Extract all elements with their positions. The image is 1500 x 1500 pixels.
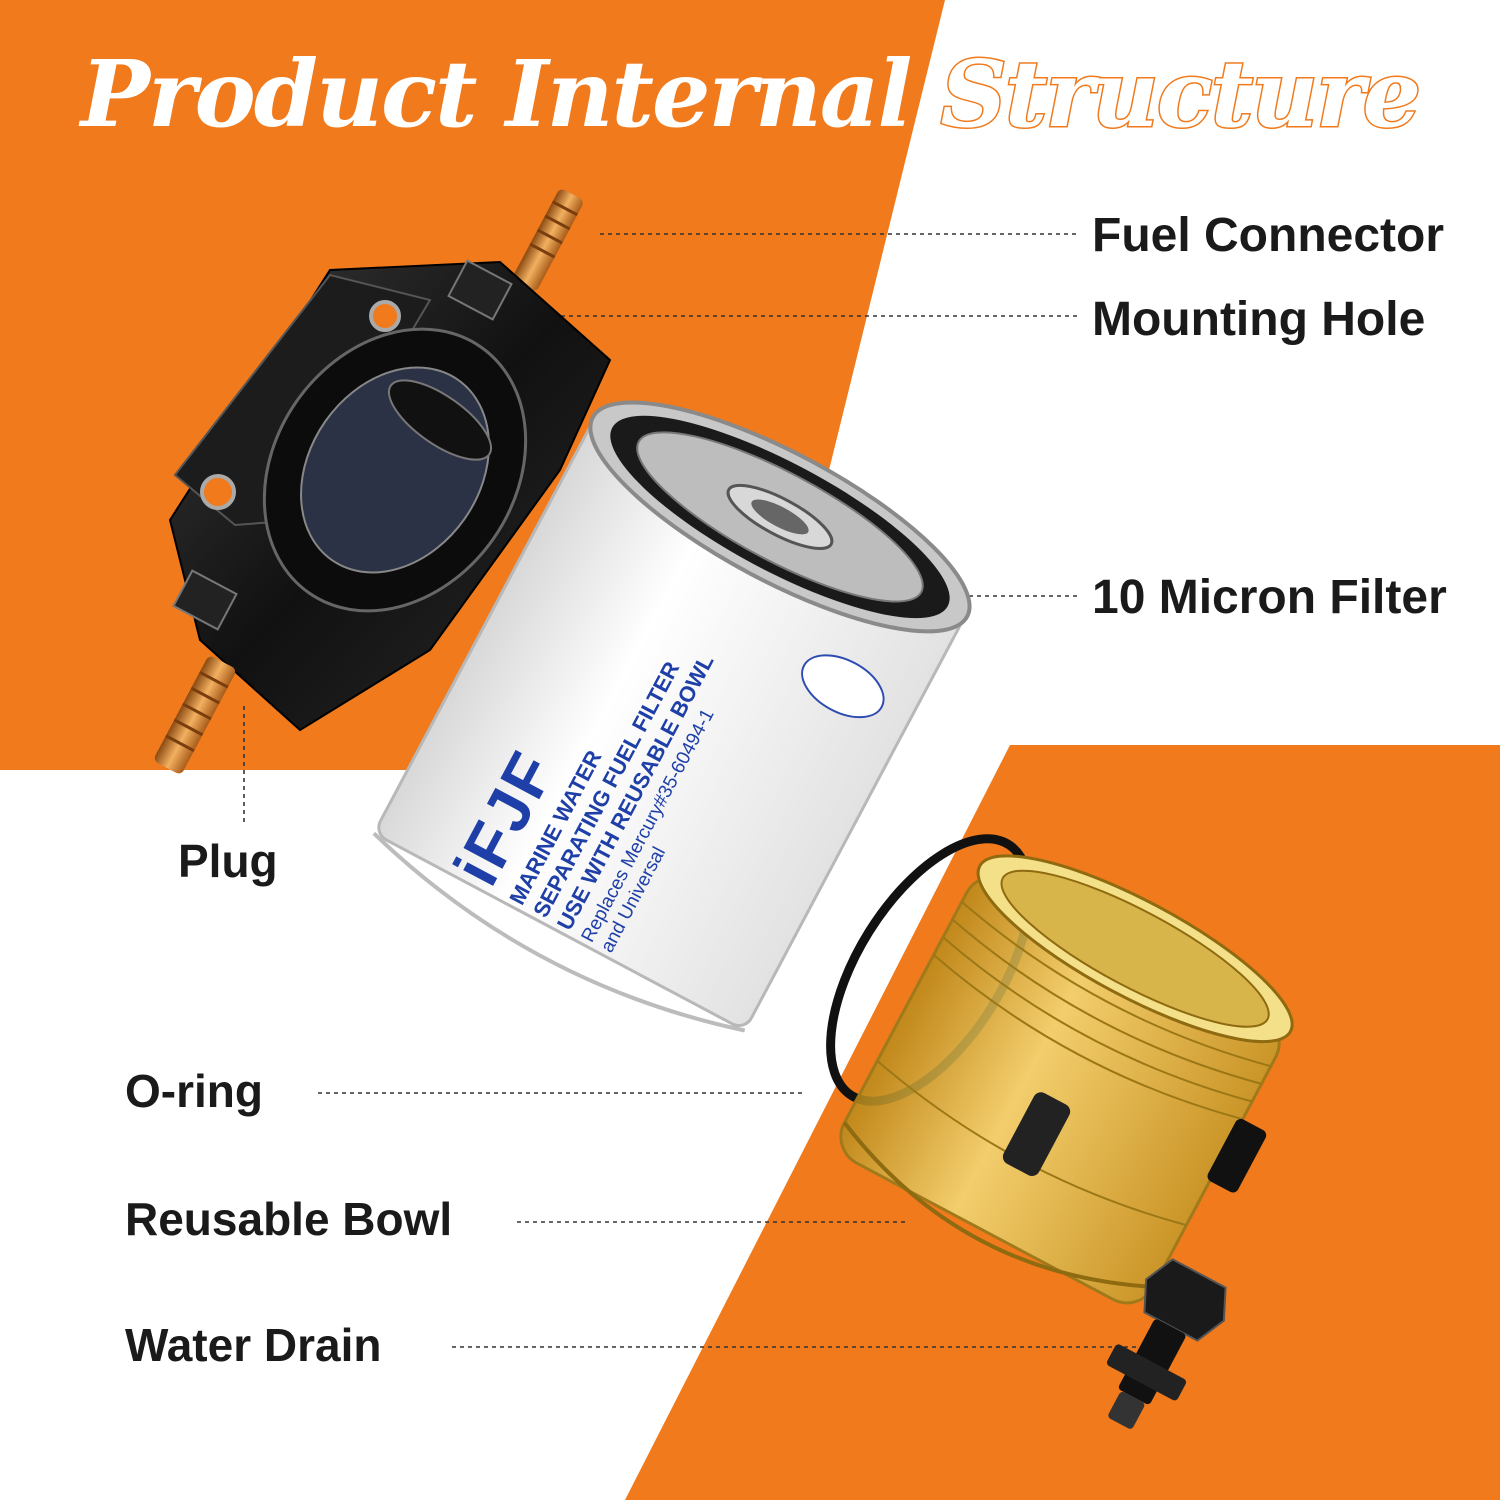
title-word-structure: Structure xyxy=(939,40,1423,148)
filter-head xyxy=(154,189,612,774)
label-o-ring: O-ring xyxy=(125,1065,263,1117)
filter-canister: iFJF MARINE WATER SEPARATING FUEL FILTER… xyxy=(372,400,972,1033)
page-title: Product Internal Structure xyxy=(0,47,1500,142)
mounting-hole-top xyxy=(369,300,401,332)
mounting-hole-bottom xyxy=(200,474,236,510)
title-word-internal: Internal xyxy=(505,40,913,148)
label-mounting-hole: Mounting Hole xyxy=(1092,293,1426,346)
label-reusable-bowl: Reusable Bowl xyxy=(125,1193,453,1245)
fuel-connector-top xyxy=(513,189,583,291)
reusable-bowl xyxy=(839,854,1294,1305)
title-word-product: Product xyxy=(80,40,478,148)
label-plug: Plug xyxy=(178,835,278,887)
label-micron-filter: 10 Micron Filter xyxy=(1092,571,1447,624)
label-water-drain: Water Drain xyxy=(125,1319,382,1371)
label-fuel-connector: Fuel Connector xyxy=(1092,209,1445,262)
plug-fitting xyxy=(154,656,236,774)
water-drain-valve xyxy=(1106,1258,1227,1429)
